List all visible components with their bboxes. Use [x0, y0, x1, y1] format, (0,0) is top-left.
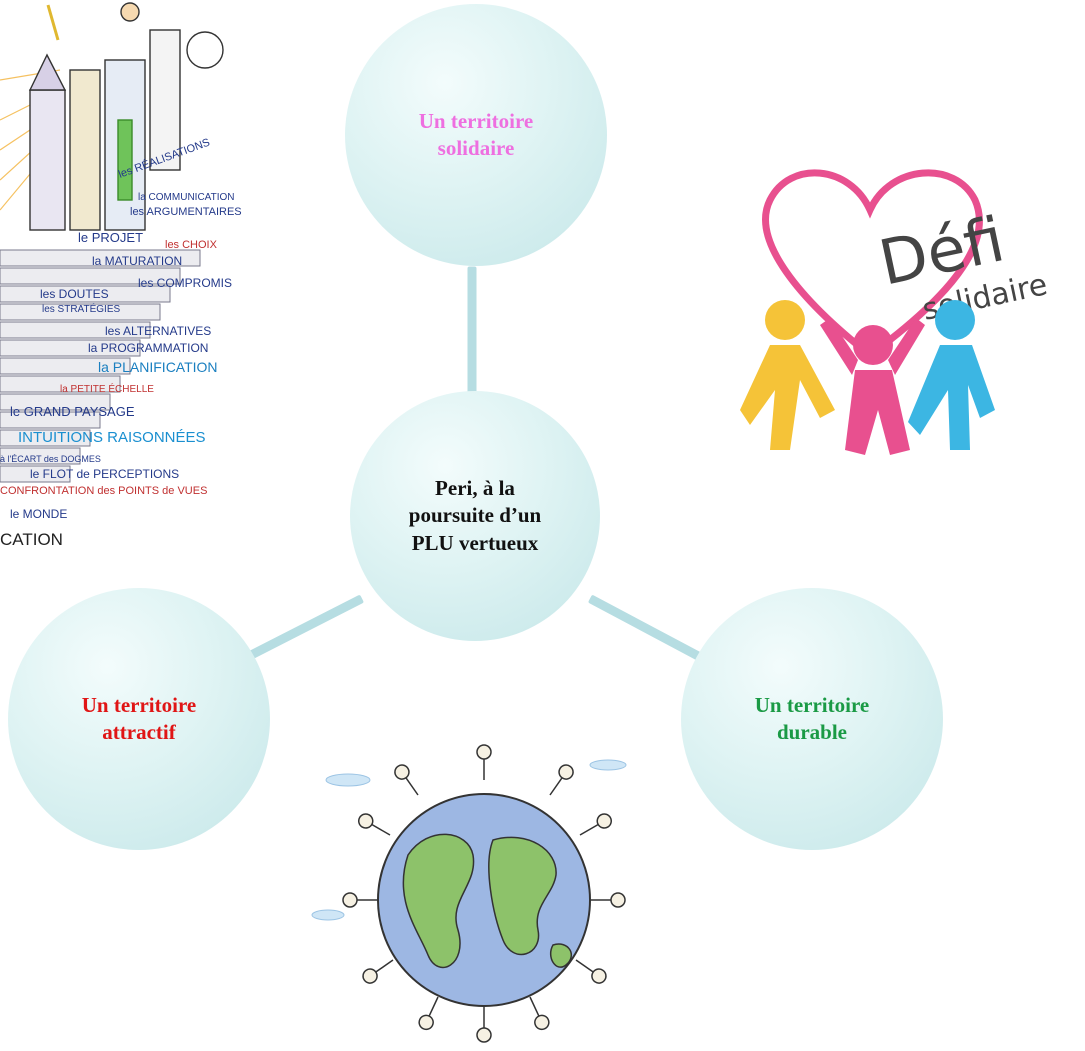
sketch-word: les COMPROMIS: [138, 276, 232, 290]
node-attractif-line: Un territoire: [81, 692, 197, 717]
node-center-line: Peri, à la: [435, 476, 515, 501]
sketch-word: CATION: [0, 530, 63, 549]
sketch-word: la PETITE ÉCHELLE: [60, 382, 154, 395]
sketch-word: la PROGRAMMATION: [88, 341, 208, 355]
connector-top: [467, 266, 477, 407]
node-center: Peri, à la poursuite d’un PLU vertueux: [350, 391, 600, 641]
sketch-word: la MATURATION: [92, 254, 182, 268]
node-durable-line: Un territoire: [754, 692, 870, 717]
sketch-word: à l'ÉCART des DOGMES: [0, 454, 101, 464]
connector-left: [245, 594, 365, 661]
sketch-word: le PROJET: [78, 230, 143, 245]
sketch-word: la PLANIFICATION: [98, 359, 218, 375]
sketch-word: les ALTERNATIVES: [105, 324, 211, 338]
defi-solidaire-logo: Défi solidaire: [740, 150, 1085, 480]
sketch-word: la COMMUNICATION: [138, 192, 234, 203]
sketch-word: les DOUTES: [40, 287, 109, 301]
connector-right: [587, 594, 703, 662]
sketch-word: le MONDE: [10, 507, 67, 521]
sketch-word: le GRAND PAYSAGE: [10, 404, 135, 419]
node-attractif: Un territoire attractif: [8, 588, 270, 850]
sketch-word: INTUITIONS RAISONNÉES: [18, 429, 206, 446]
sketch-word: le FLOT de PERCEPTIONS: [30, 467, 179, 481]
node-attractif-label: Un territoire attractif: [82, 692, 196, 747]
node-center-label: Peri, à la poursuite d’un PLU vertueux: [409, 475, 541, 557]
node-attractif-line: attractif: [102, 720, 176, 744]
stairs-sketch-illustration: les RÉALISATIONS la COMMUNICATION les AR…: [0, 0, 256, 562]
node-durable: Un territoire durable: [681, 588, 943, 850]
sketch-word: CONFRONTATION des POINTS de VUES: [0, 485, 207, 497]
node-durable-line: durable: [776, 720, 847, 744]
sketch-word: les ARGUMENTAIRES: [130, 206, 242, 218]
node-solidaire-label: Un territoire solidaire: [419, 108, 533, 163]
sketch-word: les STRATÉGIES: [42, 302, 120, 315]
globe-people-illustration: [298, 735, 670, 1046]
sketch-word: les CHOIX: [165, 239, 218, 251]
node-solidaire-line: Un territoire: [418, 108, 534, 133]
node-center-line: poursuite d’un: [408, 503, 542, 528]
node-center-line: PLU vertueux: [411, 530, 539, 555]
node-durable-label: Un territoire durable: [755, 692, 869, 747]
node-solidaire-line: solidaire: [437, 136, 515, 160]
node-solidaire: Un territoire solidaire: [345, 4, 607, 266]
